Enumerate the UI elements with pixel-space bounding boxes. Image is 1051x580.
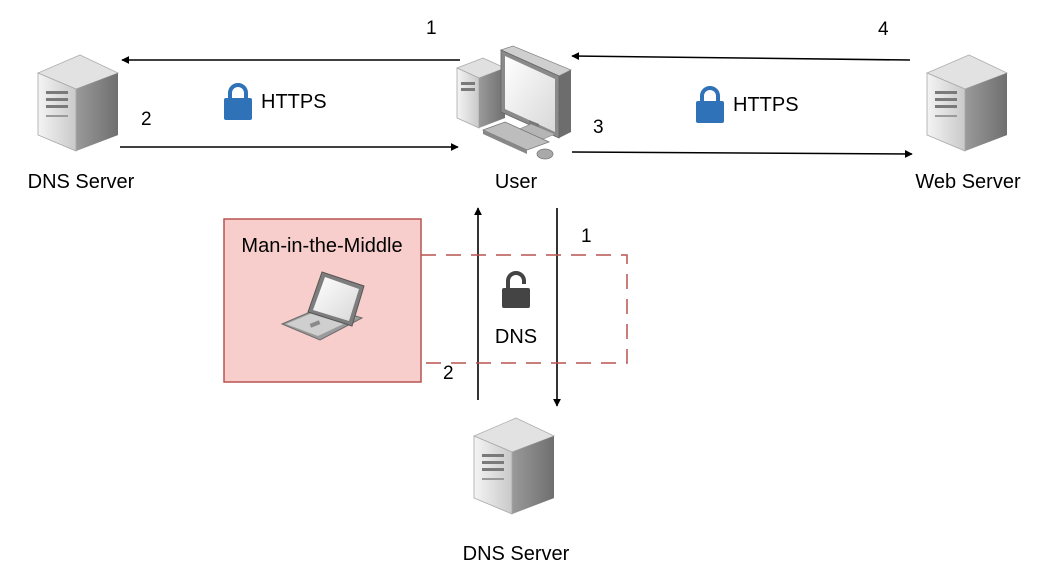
mitm-interception-path (421, 254, 628, 364)
user-workstation-icon (455, 45, 572, 160)
web-server-label: Web Server (915, 171, 1021, 193)
lock-closed-icon (696, 86, 724, 123)
https-label-left: HTTPS (261, 91, 327, 113)
mitm-label: Man-in-the-Middle (241, 235, 402, 257)
step-number: 1 (581, 226, 592, 247)
user-label: User (495, 171, 538, 193)
laptop-icon (280, 271, 365, 341)
arrow-web-to-user (571, 52, 911, 61)
dns-server-bottom-label: DNS Server (463, 543, 570, 565)
step-number: 2 (141, 109, 152, 130)
lock-open-icon (502, 271, 530, 308)
arrow-user-to-web (571, 149, 913, 158)
step-number: 2 (443, 363, 454, 384)
dns-server-left-label: DNS Server (28, 171, 135, 193)
web-server-icon (926, 54, 1008, 152)
step-number: 4 (878, 19, 889, 40)
dns-server-left-icon (37, 54, 119, 152)
step-number: 3 (593, 117, 604, 138)
dns-protocol-label: DNS (495, 326, 537, 348)
https-label-right: HTTPS (733, 94, 799, 116)
dns-server-bottom-icon (473, 417, 555, 515)
lock-closed-icon (224, 83, 252, 120)
step-number: 1 (426, 18, 437, 39)
